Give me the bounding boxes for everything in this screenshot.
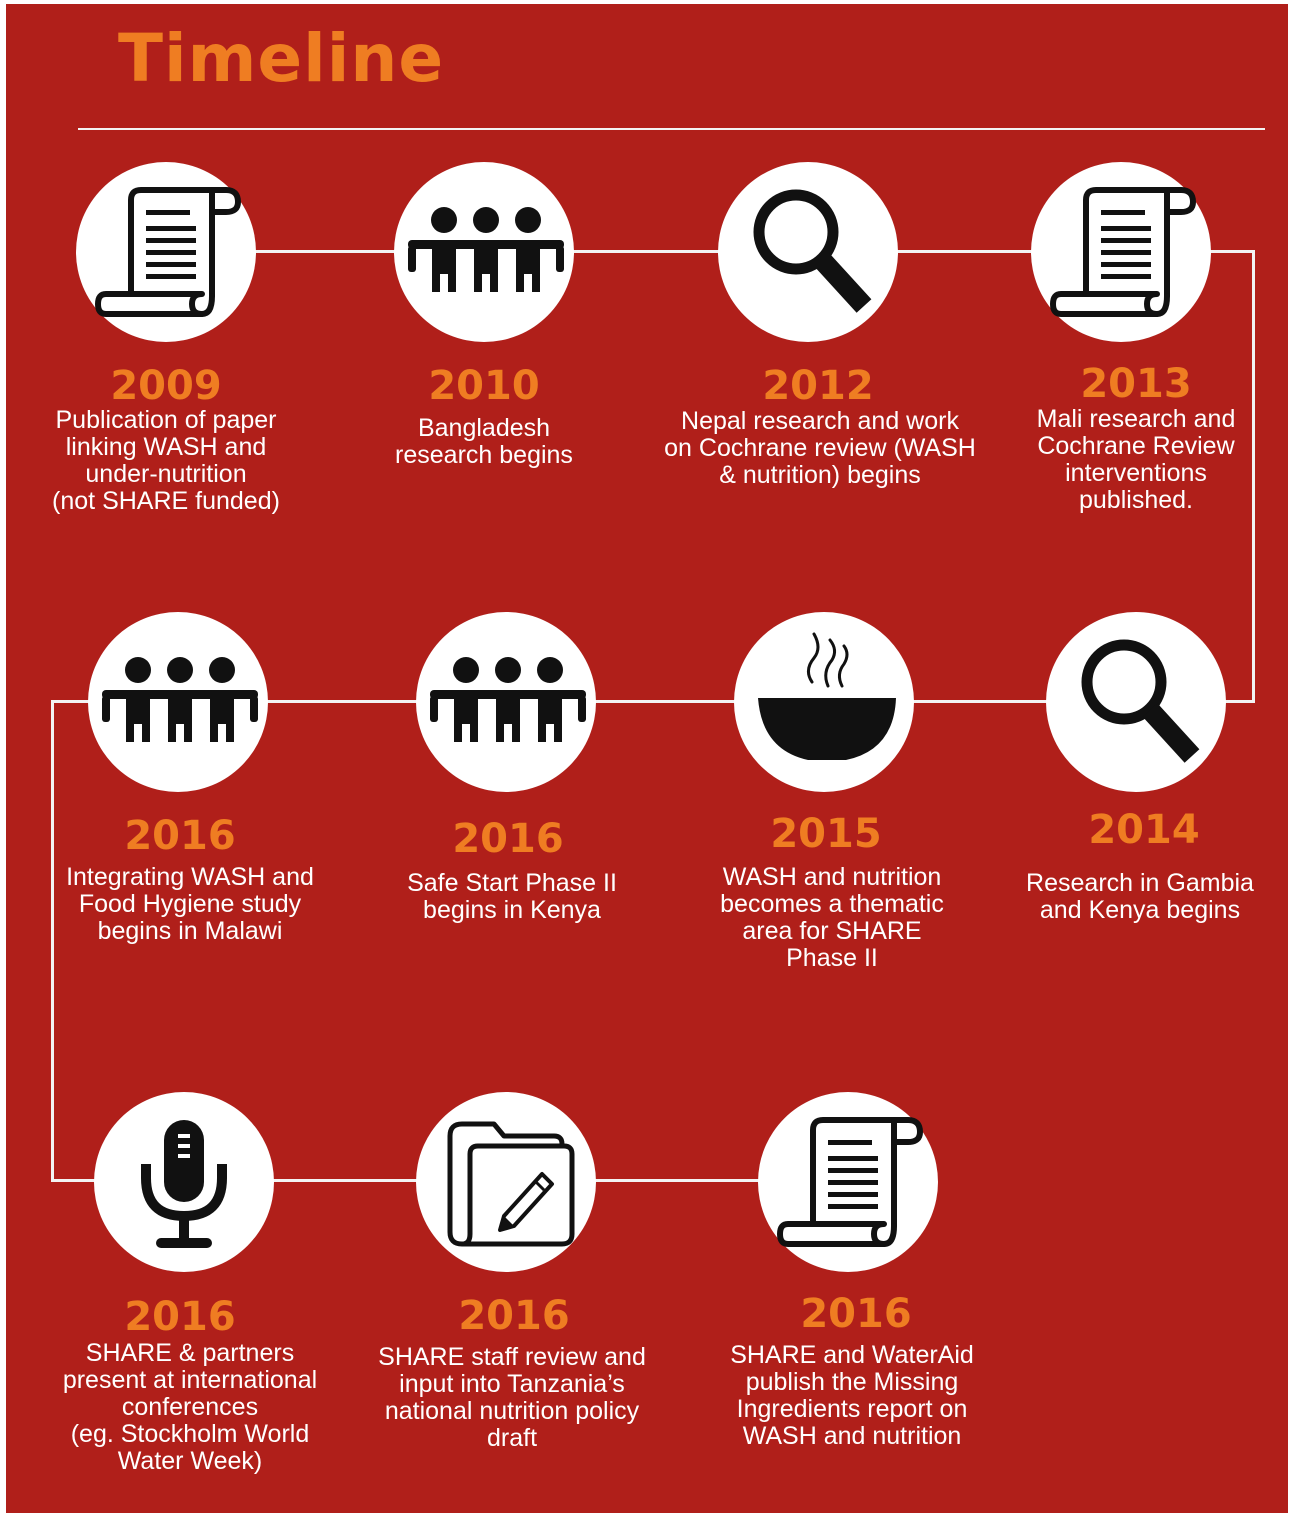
event-year: 2016 bbox=[124, 1294, 236, 1340]
event-description: SHARE and WaterAid publish the Missing I… bbox=[730, 1341, 974, 1450]
connector-left-vertical bbox=[51, 700, 54, 1182]
event-year: 2010 bbox=[428, 363, 540, 409]
event-icon-circle bbox=[718, 162, 898, 342]
title-divider bbox=[78, 128, 1265, 130]
event-icon-circle bbox=[394, 162, 574, 342]
event-year: 2015 bbox=[770, 811, 882, 857]
event-icon-circle bbox=[758, 1092, 938, 1272]
connector-row2 bbox=[51, 700, 1255, 703]
event-year: 2014 bbox=[1088, 807, 1200, 853]
event-icon-circle bbox=[416, 612, 596, 792]
event-description: Bangladesh research begins bbox=[395, 414, 573, 469]
event-description: Nepal research and work on Cochrane revi… bbox=[664, 407, 976, 489]
event-icon-circle bbox=[416, 1092, 596, 1272]
event-description: SHARE staff review and input into Tanzan… bbox=[378, 1343, 646, 1452]
folder-pen-icon bbox=[416, 1092, 596, 1272]
scroll-icon bbox=[1031, 162, 1211, 342]
event-year: 2016 bbox=[458, 1293, 570, 1339]
event-year: 2012 bbox=[762, 363, 874, 409]
event-description: Research in Gambia and Kenya begins bbox=[1026, 869, 1254, 924]
scroll-icon bbox=[758, 1092, 938, 1272]
event-icon-circle bbox=[88, 612, 268, 792]
timeline-panel: Timeline 2009 Publication of paper linki… bbox=[6, 4, 1288, 1513]
scroll-icon bbox=[76, 162, 256, 342]
event-description: Integrating WASH and Food Hygiene study … bbox=[66, 863, 314, 945]
people-icon bbox=[88, 612, 268, 792]
event-year: 2009 bbox=[110, 363, 222, 409]
event-icon-circle bbox=[1046, 612, 1226, 792]
event-description: Publication of paper linking WASH and un… bbox=[52, 406, 280, 515]
event-description: Mali research and Cochrane Review interv… bbox=[1036, 405, 1236, 514]
people-icon bbox=[394, 162, 574, 342]
event-year: 2016 bbox=[124, 813, 236, 859]
event-icon-circle bbox=[1031, 162, 1211, 342]
event-description: WASH and nutrition becomes a thematic ar… bbox=[720, 863, 944, 972]
page-title: Timeline bbox=[118, 20, 445, 97]
event-icon-circle bbox=[94, 1092, 274, 1272]
people-icon bbox=[416, 612, 596, 792]
event-year: 2016 bbox=[452, 816, 564, 862]
magnifier-icon bbox=[1046, 612, 1226, 792]
connector-row1 bbox=[166, 250, 1255, 253]
event-year: 2013 bbox=[1080, 361, 1192, 407]
connector-right-vertical bbox=[1252, 250, 1255, 703]
microphone-icon bbox=[94, 1092, 274, 1272]
bowl-icon bbox=[734, 612, 914, 792]
event-icon-circle bbox=[734, 612, 914, 792]
event-description: Safe Start Phase II begins in Kenya bbox=[407, 869, 617, 924]
event-icon-circle bbox=[76, 162, 256, 342]
event-description: SHARE & partners present at internationa… bbox=[62, 1339, 318, 1475]
event-year: 2016 bbox=[800, 1291, 912, 1337]
magnifier-icon bbox=[718, 162, 898, 342]
